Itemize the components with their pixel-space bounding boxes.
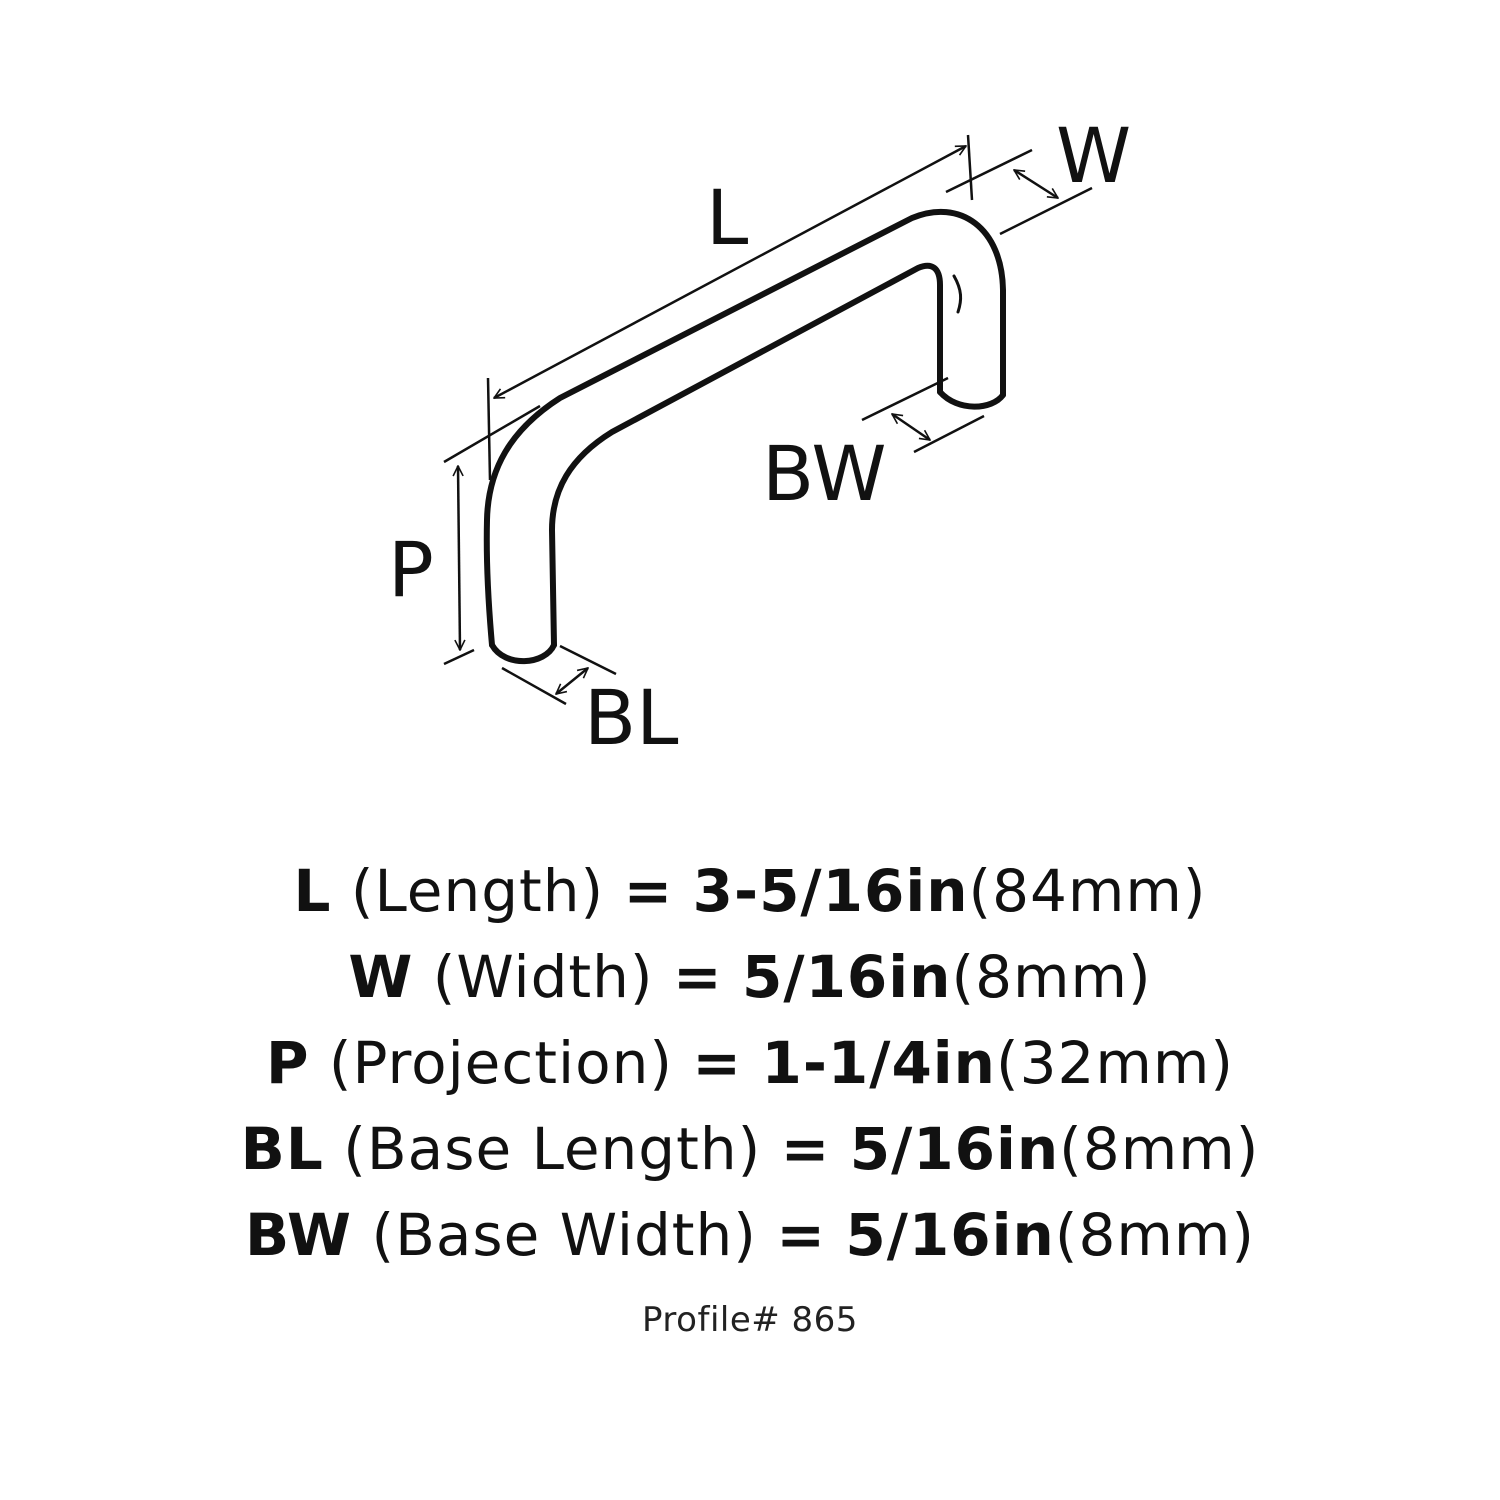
spec-imperial-value: 5/16in — [845, 1201, 1055, 1269]
dimension-spec-list: L (Length) = 3-5/16in(84mm) W (Width) = … — [0, 848, 1500, 1278]
spec-code: P — [265, 1029, 310, 1097]
spec-name: (Length) — [350, 857, 605, 925]
spec-name: (Base Width) — [371, 1201, 757, 1269]
spec-name: (Base Length) — [343, 1115, 762, 1183]
spec-name: (Projection) — [328, 1029, 673, 1097]
label-base-width: BW — [762, 429, 887, 518]
spec-code: L — [293, 857, 332, 925]
spec-imperial-value: 5/16in — [849, 1115, 1060, 1183]
spec-equals: = — [692, 1029, 743, 1097]
spec-imperial-value: 3-5/16in — [692, 857, 969, 925]
spec-equals: = — [672, 943, 723, 1011]
spec-code: BW — [245, 1201, 353, 1269]
handle-diagram: L W P BL BW — [388, 111, 1131, 762]
spec-metric-value: (8mm) — [1059, 1115, 1260, 1183]
spec-code: W — [348, 943, 414, 1011]
spec-row-base-width: BW (Base Width) = 5/16in(8mm) — [0, 1192, 1500, 1278]
width-dimension — [945, 148, 1093, 236]
spec-equals: = — [623, 857, 674, 925]
label-projection: P — [388, 525, 434, 614]
base-length-dimension — [501, 644, 617, 706]
spec-metric-value: (32mm) — [995, 1029, 1235, 1097]
projection-dimension — [443, 404, 541, 666]
spec-equals: = — [776, 1201, 826, 1269]
spec-imperial-value: 5/16in — [742, 943, 952, 1011]
base-width-dimension — [861, 376, 985, 454]
label-length: L — [706, 173, 748, 262]
spec-row-width: W (Width) = 5/16in(8mm) — [0, 934, 1500, 1020]
length-dimension — [486, 134, 974, 481]
profile-number: Profile# 865 — [642, 1300, 858, 1340]
label-base-length: BL — [584, 673, 678, 762]
spec-metric-value: (8mm) — [1054, 1201, 1255, 1269]
label-width: W — [1056, 111, 1131, 200]
spec-row-projection: P (Projection) = 1-1/4in(32mm) — [0, 1020, 1500, 1106]
spec-row-base-length: BL (Base Length) = 5/16in(8mm) — [0, 1106, 1500, 1192]
spec-metric-value: (8mm) — [951, 943, 1152, 1011]
spec-code: BL — [240, 1115, 324, 1183]
spec-row-length: L (Length) = 3-5/16in(84mm) — [0, 848, 1500, 934]
spec-name: (Width) — [432, 943, 654, 1011]
spec-metric-value: (84mm) — [968, 857, 1207, 925]
spec-imperial-value: 1-1/4in — [761, 1029, 996, 1097]
spec-equals: = — [780, 1115, 831, 1183]
